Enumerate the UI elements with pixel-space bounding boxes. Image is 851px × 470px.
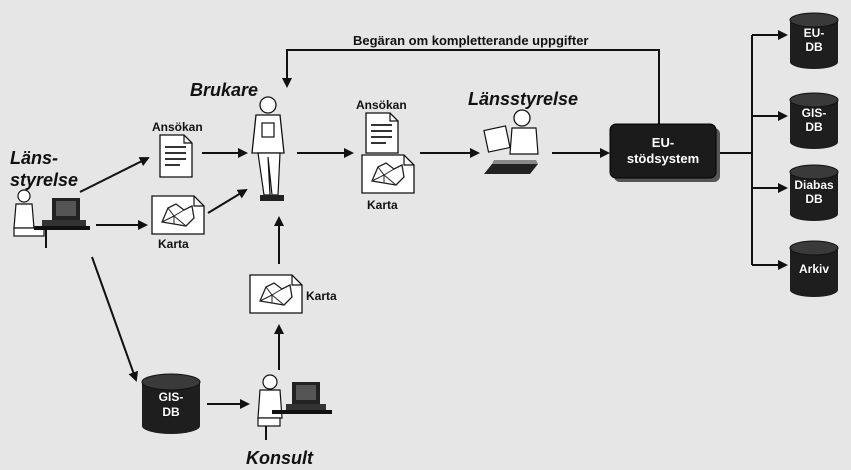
- lansstyrelse-left-label-line1: Läns-: [10, 148, 59, 168]
- brukare-label: Brukare: [190, 80, 259, 100]
- arrow-karta-to-brukare: [207, 188, 248, 214]
- ansokan-label-1: Ansökan: [152, 120, 203, 134]
- eu-stodsystem-label-line1: EU-: [651, 135, 675, 150]
- eu-db-label-line2: DB: [805, 40, 823, 54]
- arkiv-cylinder: [789, 240, 839, 297]
- clerk-at-computer-icon: [13, 189, 90, 248]
- arrow-lansstyrelse-to-ansokan: [79, 157, 150, 193]
- officer-scanner-icon: [483, 109, 539, 174]
- eu-db-label-line1: EU-: [803, 26, 825, 40]
- arrows: [79, 30, 788, 409]
- gis-db-right-cylinder: [789, 92, 839, 149]
- ansokan-document-icon-1: [159, 134, 193, 178]
- eu-stodsystem-label-line2: stödsystem: [626, 151, 700, 166]
- feedback-request-label: Begäran om kompletterande uppgifter: [353, 33, 589, 48]
- ansokan-label-2: Ansökan: [356, 98, 407, 112]
- gis-db-left-label-line1: GIS-: [158, 390, 184, 404]
- gis-db-right-label-line1: GIS-: [801, 106, 827, 120]
- diabas-db-cylinder: [789, 164, 839, 221]
- eu-db-cylinder: [789, 12, 839, 69]
- karta-label-1: Karta: [158, 237, 189, 251]
- karta-map-icon-3: [249, 274, 303, 314]
- farmer-figure-icon: [251, 96, 285, 201]
- diabas-db-label-line1: Diabas: [794, 178, 834, 192]
- arkiv-label: Arkiv: [798, 262, 830, 276]
- lansstyrelse-left-label-line2: styrelse: [10, 170, 79, 190]
- karta-map-icon-1: [151, 195, 205, 235]
- karta-label-3: Karta: [306, 289, 337, 303]
- karta-map-icon-2: [361, 154, 415, 194]
- gis-db-left-cylinder: [141, 373, 201, 434]
- arrow-feedback-loop: [282, 49, 660, 124]
- arrow-lansstyrelse-to-gis-db: [91, 256, 139, 382]
- diabas-db-label-line2: DB: [805, 192, 823, 206]
- consultant-at-computer-icon: [257, 374, 332, 440]
- lansstyrelse-top-label: Länsstyrelse: [468, 89, 579, 109]
- gis-db-left-label-line2: DB: [162, 405, 180, 419]
- karta-label-2: Karta: [367, 198, 398, 212]
- ansokan-document-icon-2: [365, 112, 399, 154]
- konsult-label: Konsult: [246, 448, 313, 468]
- eu-stodsystem-box: [609, 123, 720, 182]
- gis-db-right-label-line2: DB: [805, 120, 823, 134]
